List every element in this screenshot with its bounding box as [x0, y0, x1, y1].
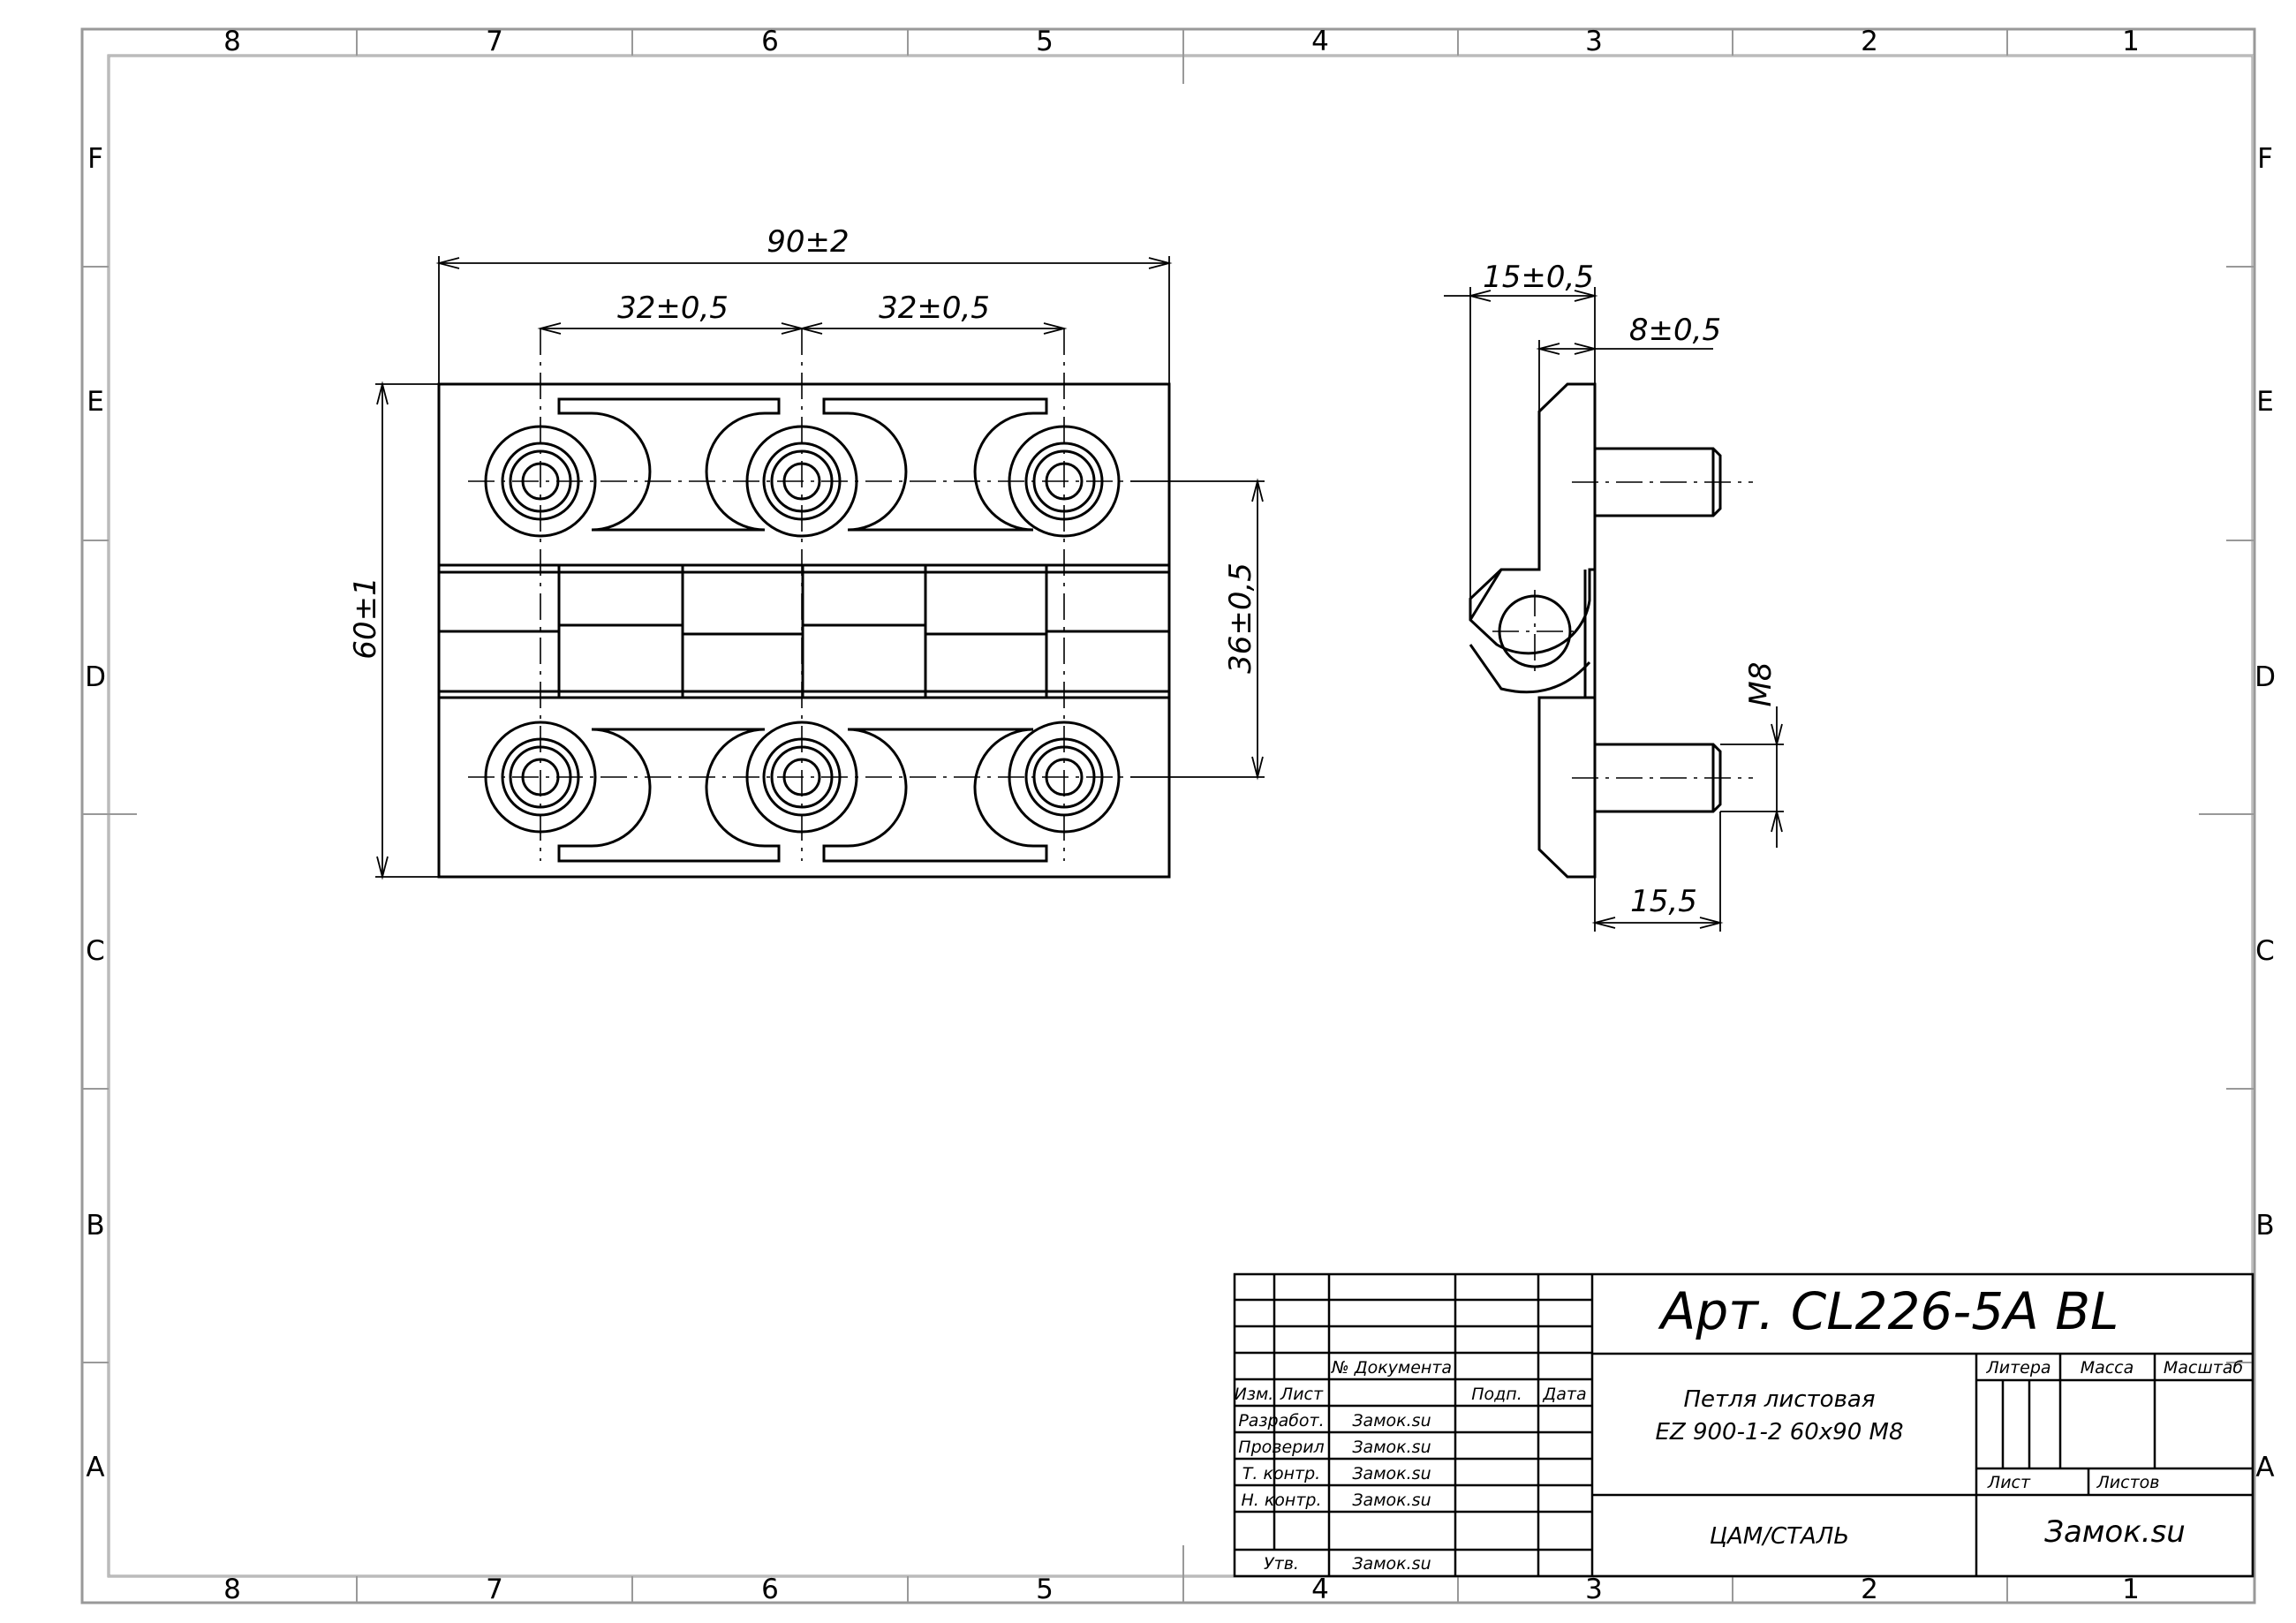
dim-pitch-left: 32±0,5	[617, 291, 729, 326]
zone-col-8-bottom: 8	[223, 1574, 241, 1605]
upper-leaf	[437, 382, 1171, 567]
tb-name-line2: EZ 900-1-2 60x90 M8	[1655, 1419, 1903, 1446]
tb-material: ЦАМ/СТАЛЬ	[1710, 1523, 1849, 1550]
dim-overall-width: 90±2	[767, 224, 849, 260]
zone-row-f: F	[87, 143, 103, 175]
zone-labels-top: 8 7 6 5 4 3 2 1	[223, 26, 2140, 57]
dim-side-width: 15±0,5	[1483, 260, 1594, 295]
title-block	[1233, 1272, 2254, 1578]
front-dimension-texts: 90±2 32±0,5 32±0,5 60±1 36±0,5	[348, 224, 1258, 674]
tb-person-proveril: Замок.su	[1352, 1438, 1431, 1457]
dim-pitch-right: 32±0,5	[879, 291, 990, 326]
dim-thread: M8	[1743, 662, 1779, 707]
upper-slot-left	[557, 397, 781, 532]
drawing-border	[108, 55, 2254, 1577]
tb-article: Арт. CL226-5A BL	[1658, 1281, 2119, 1341]
tb-hdr-podp: Подп.	[1471, 1385, 1522, 1404]
tb-person-utv: Замок.su	[1352, 1554, 1431, 1574]
tb-person-tkontr: Замок.su	[1352, 1464, 1431, 1483]
zone-row-a: A	[86, 1452, 104, 1483]
zone-row-e: E	[87, 386, 104, 418]
tb-role-tkontr: Т. контр.	[1242, 1464, 1320, 1483]
tb-person-razrab: Замок.su	[1352, 1411, 1431, 1431]
sheet-frames	[80, 27, 2256, 1604]
zone-row-d: D	[85, 661, 106, 693]
side-dimension-texts: 15±0,5 8±0,5 M8 15,5	[1483, 260, 1779, 919]
lower-slot-right	[822, 728, 1048, 863]
zone-row-c-right: C	[2255, 935, 2275, 967]
tb-name-line1: Петля листовая	[1684, 1386, 1876, 1413]
zone-col-7: 7	[486, 26, 503, 57]
stud-upper	[1595, 447, 1722, 517]
tb-role-proveril: Проверил	[1238, 1438, 1324, 1457]
lower-slot-left	[557, 728, 781, 863]
zone-col-1: 1	[2122, 26, 2140, 57]
side-view	[1469, 382, 1722, 879]
zone-col-5: 5	[1036, 26, 1054, 57]
zone-col-2: 2	[1861, 26, 1878, 57]
inner-frame	[107, 54, 2254, 1578]
tb-hdr-data: Дата	[1542, 1385, 1586, 1404]
tb-hdr-list: Лист	[1280, 1385, 1324, 1404]
zone-col-7-bottom: 7	[486, 1574, 503, 1605]
side-centerlines	[1492, 481, 1753, 779]
stud-lower	[1595, 743, 1722, 813]
zone-col-1-bottom: 1	[2122, 1574, 2140, 1605]
zone-row-c: C	[86, 935, 105, 967]
zone-col-4-bottom: 4	[1311, 1574, 1329, 1605]
tb-hdr-massa: Масса	[2081, 1358, 2134, 1378]
tb-hdr-izm: Изм.	[1235, 1385, 1274, 1404]
dim-stud-length: 15,5	[1630, 884, 1697, 919]
front-view	[437, 382, 1171, 879]
tb-role-nkontr: Н. контр.	[1241, 1491, 1321, 1510]
zone-col-6-bottom: 6	[761, 1574, 779, 1605]
tb-hdr-masshtab: Масштаб	[2164, 1358, 2244, 1378]
side-upper-leaf	[1469, 382, 1597, 655]
tb-person-nkontr: Замок.su	[1352, 1491, 1431, 1510]
zone-labels-right: F E D C B A	[2254, 143, 2276, 1483]
dim-overall-height: 60±1	[348, 577, 383, 659]
zone-labels-left: F E D C B A	[85, 143, 106, 1483]
zone-col-5-bottom: 5	[1036, 1574, 1054, 1605]
dim-hole-spacing: 36±0,5	[1223, 562, 1258, 674]
zone-row-e-right: E	[2256, 386, 2274, 418]
tb-role-utv: Утв.	[1264, 1554, 1299, 1574]
side-dimension-lines	[1444, 287, 1784, 932]
outer-frame	[80, 27, 2256, 1604]
tb-hdr-sheet: Лист	[1987, 1473, 2031, 1492]
zone-ticks	[82, 29, 2254, 1603]
zone-row-f-right: F	[2257, 143, 2273, 175]
zone-row-a-right: A	[2255, 1452, 2274, 1483]
lower-leaf	[437, 696, 1171, 879]
zone-col-6: 6	[761, 26, 779, 57]
tb-hdr-litera: Литера	[1985, 1358, 2051, 1378]
upper-slot-right	[822, 397, 1048, 532]
zone-col-4: 4	[1311, 26, 1329, 57]
zone-col-3: 3	[1585, 26, 1603, 57]
tb-hdr-doc: № Документа	[1331, 1358, 1452, 1378]
front-dimension-lines	[375, 256, 1265, 880]
zone-row-b-right: B	[2255, 1210, 2274, 1242]
side-knuckle-outline	[1469, 569, 1591, 694]
zone-labels-bottom: 8 7 6 5 4 3 2 1	[223, 1574, 2140, 1605]
zone-col-8: 8	[223, 26, 241, 57]
zone-col-3-bottom: 3	[1585, 1574, 1603, 1605]
zone-row-d-right: D	[2254, 661, 2276, 693]
dim-side-plate: 8±0,5	[1629, 313, 1721, 348]
tb-role-razrab: Разработ.	[1238, 1411, 1324, 1431]
title-block-texts: Арт. CL226-5A BL Петля листовая EZ 900-1…	[1235, 1281, 2244, 1574]
tb-company: Замок.su	[2044, 1514, 2186, 1550]
knuckle-segments	[439, 565, 1169, 698]
zone-col-2-bottom: 2	[1861, 1574, 1878, 1605]
tb-hdr-sheets: Листов	[2096, 1473, 2160, 1492]
front-centerlines	[468, 328, 1130, 861]
side-lower-leaf	[1537, 696, 1597, 879]
zone-row-b: B	[86, 1210, 104, 1242]
